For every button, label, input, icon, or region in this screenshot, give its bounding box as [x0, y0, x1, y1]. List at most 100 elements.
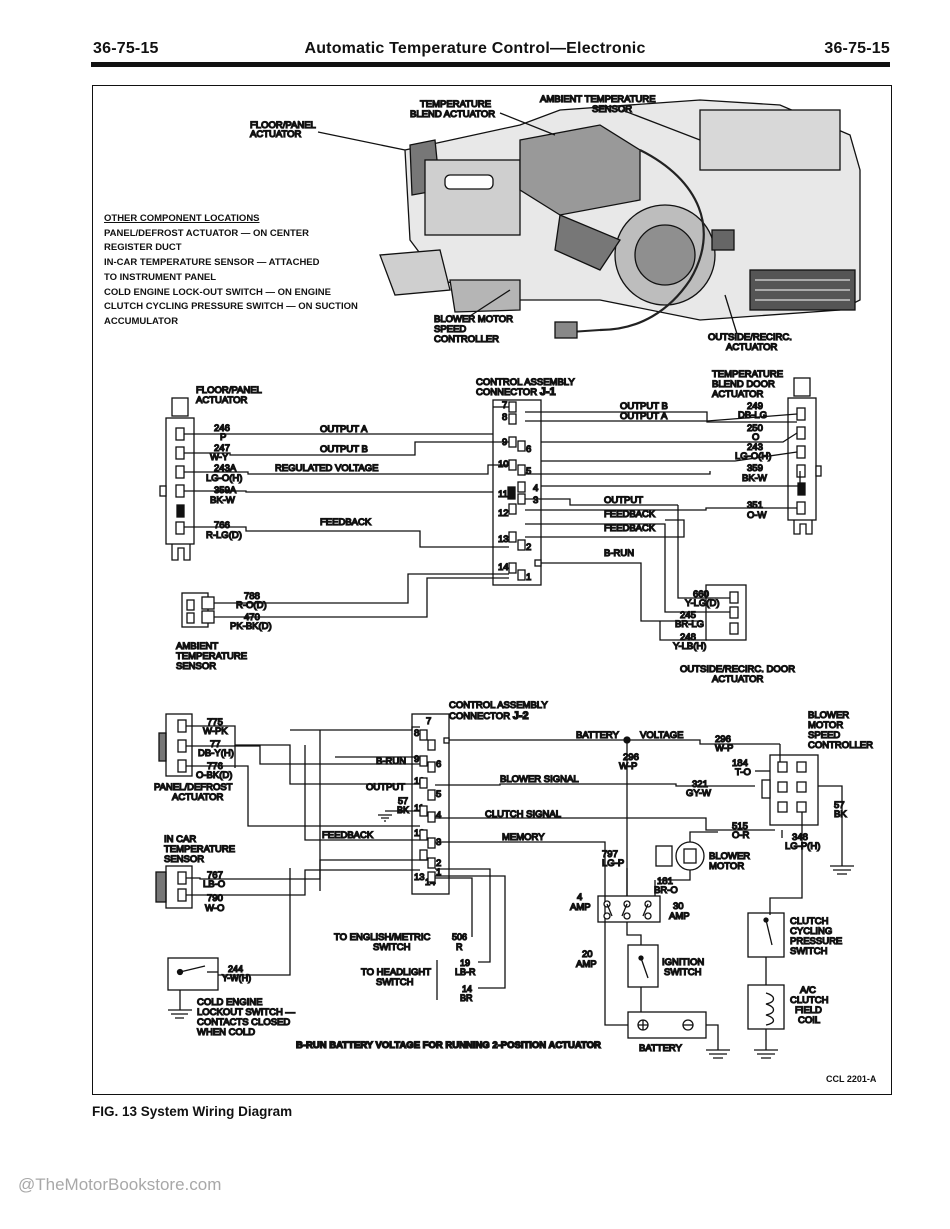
- svg-text:IGNITION: IGNITION: [662, 957, 704, 968]
- svg-text:7: 7: [426, 716, 431, 727]
- svg-text:BATTERY: BATTERY: [639, 1043, 683, 1054]
- callout-text: SENSOR: [592, 104, 632, 115]
- svg-text:20: 20: [582, 949, 593, 960]
- callout-blower-ctrl: BLOWER MOTOR SPEED CONTROLLER: [433, 313, 513, 345]
- svg-text:2: 2: [436, 858, 441, 869]
- svg-text:ACTUATOR: ACTUATOR: [712, 389, 764, 400]
- svg-text:4: 4: [436, 810, 441, 821]
- svg-text:IN CAR: IN CAR: [164, 834, 196, 845]
- other-location-line: TO INSTRUMENT PANEL: [104, 271, 217, 283]
- svg-text:FEEDBACK: FEEDBACK: [604, 509, 656, 520]
- svg-text:FEEDBACK: FEEDBACK: [320, 517, 372, 528]
- svg-text:244: 244: [228, 964, 243, 974]
- svg-text:Y-W(H): Y-W(H): [222, 973, 251, 983]
- battery: BATTERY: [604, 1002, 730, 1059]
- svg-text:766: 766: [214, 520, 230, 531]
- svg-text:BK-W: BK-W: [742, 473, 767, 484]
- svg-text:506: 506: [452, 932, 467, 942]
- svg-text:12: 12: [414, 828, 425, 839]
- svg-text:OUTPUT B: OUTPUT B: [320, 444, 368, 455]
- svg-text:11: 11: [414, 803, 424, 814]
- svg-text:W-P: W-P: [619, 761, 637, 772]
- figure-caption: FIG. 13 System Wiring Diagram: [92, 1104, 293, 1119]
- svg-text:B-RUN: B-RUN: [604, 548, 634, 559]
- svg-text:8: 8: [414, 728, 419, 739]
- callout-outside-recirc: OUTSIDE/RECIRC. ACTUATOR: [707, 331, 792, 353]
- english-metric-switch: TO ENGLISH/METRIC SWITCH 506 R: [333, 877, 473, 954]
- svg-text:6: 6: [526, 444, 531, 455]
- svg-text:11: 11: [498, 489, 508, 500]
- svg-text:BR-O: BR-O: [654, 885, 678, 896]
- svg-text:MEMORY: MEMORY: [502, 832, 545, 843]
- other-location-line: COLD ENGINE LOCK-OUT SWITCH — ON ENGINE: [104, 286, 331, 298]
- brun-note: B-RUN BATTERY VOLTAGE FOR RUNNING 2-POSI…: [296, 1040, 601, 1051]
- svg-text:BR-LG: BR-LG: [675, 619, 704, 630]
- svg-text:BK: BK: [834, 809, 847, 820]
- page-title: Automatic Temperature Control—Electronic: [304, 40, 646, 57]
- callout-floor-panel: FLOOR/PANEL ACTUATOR: [249, 119, 316, 140]
- ambient-sensor: AMBIENT TEMPERATURE SENSOR 788 R-O(D) 47…: [175, 573, 509, 673]
- svg-text:R: R: [456, 942, 463, 952]
- svg-text:BK-W: BK-W: [210, 495, 235, 506]
- svg-text:5: 5: [436, 789, 441, 800]
- svg-text:T-O: T-O: [735, 767, 751, 778]
- svg-text:LG-P: LG-P: [602, 858, 624, 869]
- svg-text:B-RUN: B-RUN: [376, 756, 406, 767]
- j1-title: CONTROL ASSEMBLY: [476, 377, 575, 388]
- svg-text:Y-LB(H): Y-LB(H): [673, 641, 706, 652]
- figure-code: CCL 2201-A: [826, 1074, 877, 1084]
- svg-text:O-BK(D): O-BK(D): [196, 770, 232, 781]
- svg-text:O-W: O-W: [747, 510, 767, 521]
- svg-text:7: 7: [502, 400, 507, 411]
- svg-text:O-R: O-R: [732, 830, 750, 841]
- svg-text:AMP: AMP: [570, 902, 591, 913]
- other-location-line: ACCUMULATOR: [104, 315, 179, 327]
- svg-text:LB-O: LB-O: [203, 879, 225, 890]
- j2-right-wiring: BATTERY VOLTAGE BLOWER SIGNAL CLUTCH SIG…: [435, 729, 780, 1002]
- svg-text:CLUTCH SIGNAL: CLUTCH SIGNAL: [485, 809, 561, 820]
- svg-text:181: 181: [657, 876, 673, 887]
- svg-text:FEEDBACK: FEEDBACK: [322, 830, 374, 841]
- svg-text:COIL: COIL: [798, 1015, 820, 1026]
- svg-text:SENSOR: SENSOR: [164, 854, 204, 865]
- j2-left-wiring: B-RUN OUTPUT FEEDBACK: [290, 726, 420, 891]
- svg-text:359: 359: [747, 463, 763, 474]
- svg-text:AMP: AMP: [576, 959, 597, 970]
- svg-text:LG-O(H): LG-O(H): [206, 473, 242, 484]
- svg-text:ACTUATOR: ACTUATOR: [172, 792, 224, 803]
- hvac-assembly-illustration: [317, 99, 861, 339]
- svg-text:9: 9: [414, 754, 419, 765]
- svg-text:30: 30: [673, 901, 684, 912]
- svg-text:CONTROL ASSEMBLY: CONTROL ASSEMBLY: [449, 700, 548, 711]
- svg-text:O: O: [752, 432, 759, 443]
- svg-text:246: 246: [214, 423, 230, 434]
- svg-text:184: 184: [732, 758, 748, 769]
- callout-text: ACTUATOR: [250, 129, 302, 140]
- other-location-line: REGISTER DUCT: [104, 242, 182, 254]
- svg-text:57: 57: [398, 796, 408, 806]
- clutch-cycling-pressure-switch: CLUTCH CYCLING PRESSURE SWITCH: [747, 912, 843, 985]
- j1-right-pins: 6 5 4 3 2 1: [525, 443, 539, 583]
- svg-text:13: 13: [498, 534, 509, 545]
- svg-text:BLOWER SIGNAL: BLOWER SIGNAL: [500, 774, 579, 785]
- svg-text:AMBIENT: AMBIENT: [176, 641, 218, 652]
- temp-blend-door-actuator: TEMPERATURE BLEND DOOR ACTUATOR OUTPUT B…: [493, 368, 822, 622]
- svg-text:PANEL/DEFROST: PANEL/DEFROST: [154, 782, 233, 793]
- svg-text:SWITCH: SWITCH: [790, 946, 828, 957]
- svg-text:19: 19: [460, 958, 470, 968]
- svg-text:57: 57: [834, 800, 845, 811]
- svg-text:797: 797: [602, 849, 618, 860]
- blower-motor: BLOWER MOTOR: [655, 831, 751, 881]
- callout-temp-blend: TEMPERATURE BLEND ACTUATOR: [409, 98, 496, 120]
- svg-text:OUTPUT B: OUTPUT B: [620, 401, 668, 412]
- svg-text:TEMPERATURE: TEMPERATURE: [176, 651, 247, 662]
- callout-text: AMBIENT TEMPERATURE: [540, 94, 656, 105]
- svg-text:ACTUATOR: ACTUATOR: [196, 395, 248, 406]
- page-number-left: 36-75-15: [93, 40, 159, 57]
- svg-text:GY-W: GY-W: [686, 788, 711, 799]
- svg-text:TO ENGLISH/METRIC: TO ENGLISH/METRIC: [334, 932, 431, 943]
- svg-text:OUTPUT A: OUTPUT A: [620, 411, 668, 422]
- svg-text:BLOWER: BLOWER: [709, 851, 750, 862]
- svg-text:BK: BK: [397, 805, 409, 815]
- svg-text:TEMPERATURE: TEMPERATURE: [712, 369, 783, 380]
